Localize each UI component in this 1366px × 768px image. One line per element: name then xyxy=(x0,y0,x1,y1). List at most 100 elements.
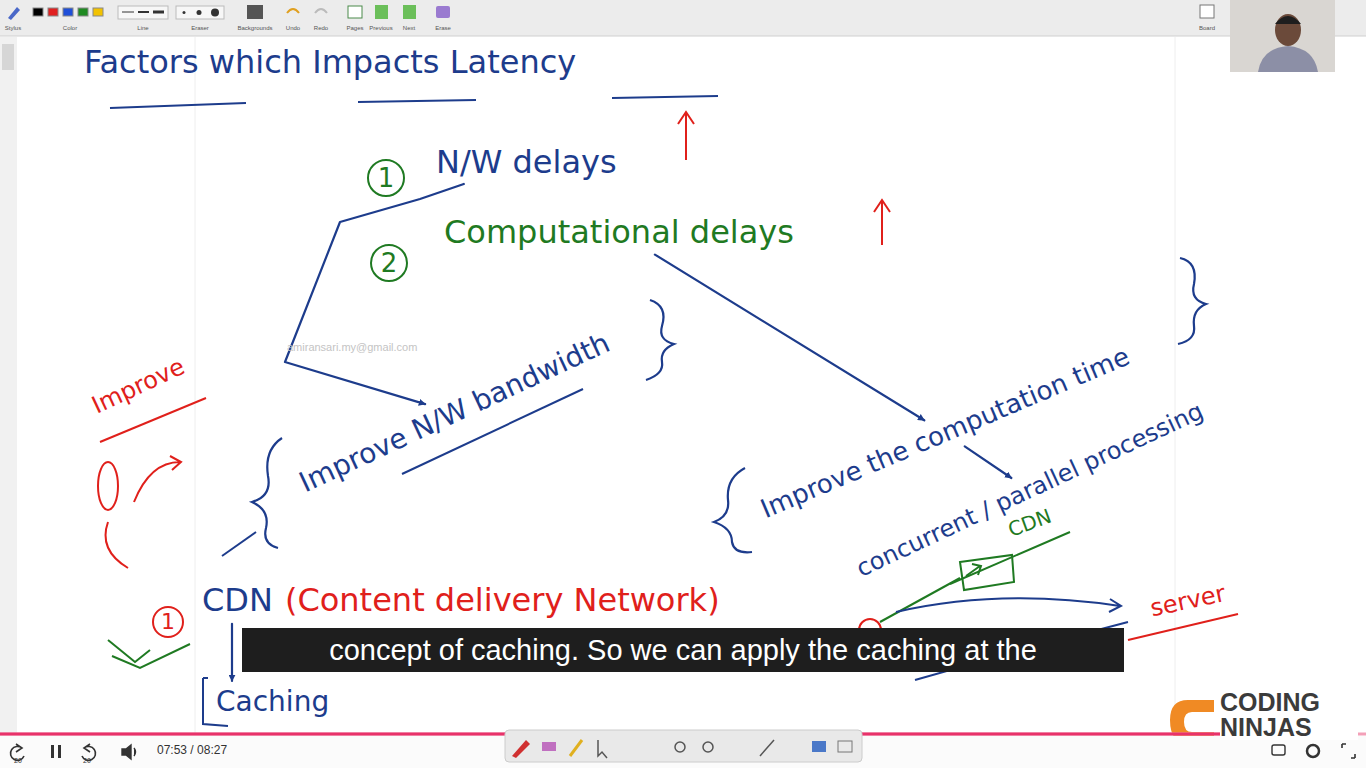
highlighter-tool xyxy=(570,740,582,756)
pause-icon xyxy=(58,745,61,758)
cycle-sketch xyxy=(98,462,118,510)
fullscreen-icon xyxy=(1342,744,1355,758)
cycle-sketch xyxy=(134,456,181,502)
number-circle xyxy=(153,607,183,637)
pages-icon xyxy=(348,6,362,18)
pause-icon xyxy=(51,745,54,758)
toolbar-label: Backgrounds xyxy=(235,25,275,32)
zoom-tool xyxy=(703,742,713,752)
toolbar-label: Redo xyxy=(301,25,341,32)
stylus-icon xyxy=(8,7,20,20)
flow-arrow xyxy=(655,255,924,421)
cycle-sketch xyxy=(106,522,129,568)
brace xyxy=(714,468,752,552)
brace xyxy=(646,300,674,380)
flow-arrow xyxy=(231,624,233,681)
eraser-dot xyxy=(197,10,202,15)
number-circle xyxy=(371,245,407,281)
brace xyxy=(252,438,282,548)
subtitle: concept of caching. So we can apply the … xyxy=(242,628,1124,672)
eraser-dot xyxy=(211,9,219,17)
factor-item: Computational delays xyxy=(440,212,798,253)
node-text: CDN xyxy=(202,582,273,619)
check-mark xyxy=(112,644,190,668)
toolbar-label: Eraser xyxy=(180,25,220,32)
toolbar-label: Board xyxy=(1187,25,1227,32)
zoom-tool xyxy=(675,742,685,752)
previous-icon xyxy=(375,5,388,19)
page-edge xyxy=(195,37,196,733)
logo-text: CODING NINJAS xyxy=(1220,690,1358,740)
toolbar-label: Erase xyxy=(423,25,463,32)
pen-stroke xyxy=(950,532,1070,584)
presenter-hair xyxy=(1275,16,1301,24)
watermark: amiransari.my@gmail.com xyxy=(287,341,417,354)
node-text: Improve the computation time xyxy=(756,342,1134,525)
toolbar-label: Color xyxy=(50,25,90,32)
line-icon xyxy=(122,12,134,13)
technique-note: concurrent / parallel processing xyxy=(848,394,1212,586)
captions-icon xyxy=(1272,745,1285,755)
node-text: concurrent / parallel processing xyxy=(852,398,1207,583)
technique-item: CDN (Content delivery Network) xyxy=(198,580,724,621)
toolbar-label: Stylus xyxy=(0,25,33,32)
toolbar-label: Next xyxy=(389,25,429,32)
color-swatch xyxy=(78,8,88,16)
toolbar-background xyxy=(0,0,1366,36)
callout-number: 1 xyxy=(369,161,403,195)
flow-arrow xyxy=(285,184,464,404)
whiteboard-title: Factors which Impacts Latency xyxy=(84,44,576,81)
brace xyxy=(1178,258,1206,344)
screen-tool xyxy=(812,741,826,752)
toolbar-label: Line xyxy=(123,25,163,32)
underline xyxy=(612,96,718,98)
timestamp: 07:53 / 08:27 xyxy=(157,744,227,758)
remedy-note: Improve the computation time xyxy=(752,339,1139,529)
next-icon xyxy=(403,5,416,19)
increase-arrow xyxy=(874,200,890,245)
underline xyxy=(358,100,476,102)
node-subtext: (Content delivery Network) xyxy=(285,582,720,619)
callout-number: 1 xyxy=(153,607,183,637)
toolbar-label: Previous xyxy=(361,25,401,32)
color-swatch xyxy=(33,8,43,16)
toolbar-border xyxy=(0,36,1366,37)
skip-seconds: 20 xyxy=(11,757,25,765)
line-icon xyxy=(138,11,149,13)
eraser-picker xyxy=(176,6,224,19)
line-picker xyxy=(118,6,168,19)
annotation-toolbar xyxy=(505,730,862,762)
annotation: Improve xyxy=(88,353,189,420)
node-text: N/W delays xyxy=(436,144,617,181)
request-line xyxy=(880,578,960,622)
pen-stroke xyxy=(222,532,256,556)
board-tool xyxy=(838,741,852,752)
erase-icon xyxy=(436,6,450,18)
color-swatch xyxy=(63,8,73,16)
undo-icon xyxy=(287,9,299,13)
technique-item: Caching xyxy=(212,684,333,720)
eraser-tool xyxy=(542,742,556,751)
pen-tool xyxy=(512,740,530,758)
color-swatch xyxy=(93,8,103,16)
eraser-dot xyxy=(183,11,186,14)
increase-arrow xyxy=(678,112,694,160)
pointer-tool xyxy=(598,740,607,758)
number-circle xyxy=(368,160,404,196)
webcam-frame xyxy=(1230,0,1335,72)
redo-icon xyxy=(315,9,327,13)
check-mark xyxy=(108,640,150,662)
underline xyxy=(110,103,246,108)
toolbar-label: Undo xyxy=(273,25,313,32)
flow-arrow xyxy=(965,446,1012,478)
underline xyxy=(1128,614,1238,640)
presenter-body xyxy=(1258,46,1318,72)
volume-icon xyxy=(122,745,136,759)
node-text: Computational delays xyxy=(444,214,794,251)
line-tool xyxy=(760,740,774,756)
side-handle xyxy=(2,44,14,70)
annotation: server xyxy=(1148,580,1228,623)
backgrounds-icon xyxy=(247,5,263,19)
skip-seconds: 20 xyxy=(80,757,94,765)
